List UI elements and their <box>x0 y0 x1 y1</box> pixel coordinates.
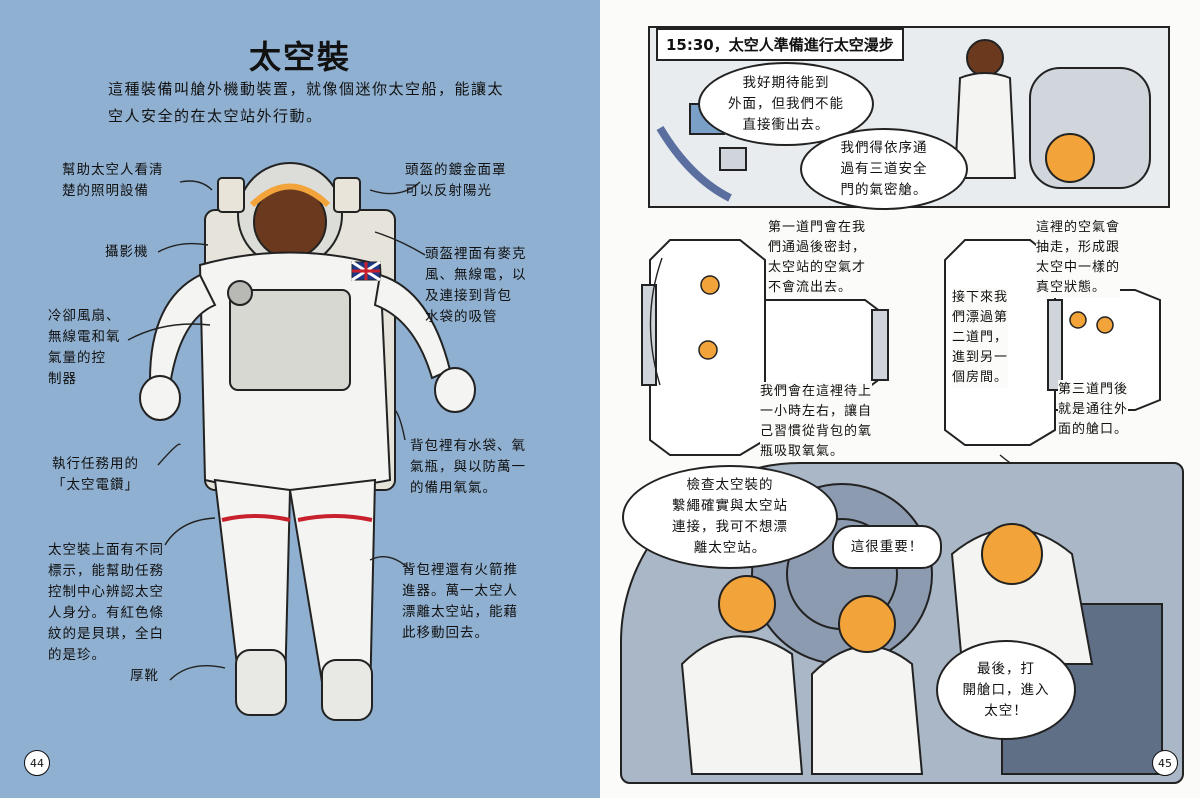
panel-caption: 15:30，太空人準備進行太空漫步 <box>656 28 904 61</box>
speech-bubble-2: 我們得依序通 過有三道安全 門的氣密艙。 <box>800 128 968 210</box>
airlock-text-1: 第一道門會在我 們通過後密封， 太空站的空氣才 不會流出去。 <box>768 218 867 298</box>
label-backpack: 背包裡有水袋、氧 氣瓶，與以防萬一 的備用氧氣。 <box>410 438 526 496</box>
label-boots: 厚靴 <box>130 668 159 684</box>
intro-text: 這種裝備叫艙外機動裝置，就像個迷你太空船，能讓太空人安全的在太空站外行動。 <box>108 80 505 125</box>
label-visor: 頭盔的鍍金面罩 可以反射陽光 <box>405 162 507 199</box>
left-page: 太空裝 這種裝備叫艙外機動裝置，就像個迷你太空船，能讓太空人安全的在太空站外行動… <box>0 0 600 798</box>
station-interior-illustration <box>656 39 1151 202</box>
label-helmet: 頭盔裡面有麥克 風、無線電，以 及連接到背包 水袋的吸管 <box>425 246 527 325</box>
airlock-text-2: 這裡的空氣會 抽走，形成跟 太空中一樣的 真空狀態。 <box>1036 218 1121 298</box>
label-flags: 太空裝上面有不同 標示，能幫助任務 控制中心辨認太空 人身分。有紅色條 紋的是貝… <box>48 542 164 663</box>
hatch-scene-illustration <box>680 483 1163 775</box>
speech-bubble-3: 檢查太空裝的 繫繩確實與太空站 連接，我可不想漂 離太空站。 <box>622 465 838 569</box>
right-page: 15:30，太空人準備進行太空漫步 我好期待能到 外面，但我們不能 直接衝出去。… <box>600 0 1200 798</box>
airlock-text-4: 我們會在這裡待上 一小時左右，讓自 己習慣從背包的氧 瓶吸取氧氣。 <box>760 382 873 462</box>
astronaut-illustration <box>127 162 476 721</box>
label-fan: 冷卻風扇、 無線電和氧 氣量的控 制器 <box>48 308 121 387</box>
airlock-text-5: 第三道門後 就是通往外 面的艙口。 <box>1058 380 1129 440</box>
speech-bubble-5: 最後，打 開艙口，進入 太空！ <box>936 640 1076 740</box>
page-title: 太空裝 <box>248 38 351 76</box>
airlock-text-3: 接下來我 們漂過第 二道門， 進到另一 個房間。 <box>952 288 1009 388</box>
speech-bubble-4: 這很重要！ <box>832 525 942 569</box>
label-thrusters: 背包裡還有火箭推 進器。萬一太空人 漂離太空站，能藉 此移動回去。 <box>402 562 518 641</box>
page-number: 45 <box>1152 750 1178 776</box>
label-camera: 攝影機 <box>105 244 149 260</box>
label-lighting: 幫助太空人看清 楚的照明設備 <box>62 162 164 199</box>
label-tool: 執行任務用的 「太空電鑽」 <box>52 456 139 493</box>
page-number: 44 <box>24 750 50 776</box>
